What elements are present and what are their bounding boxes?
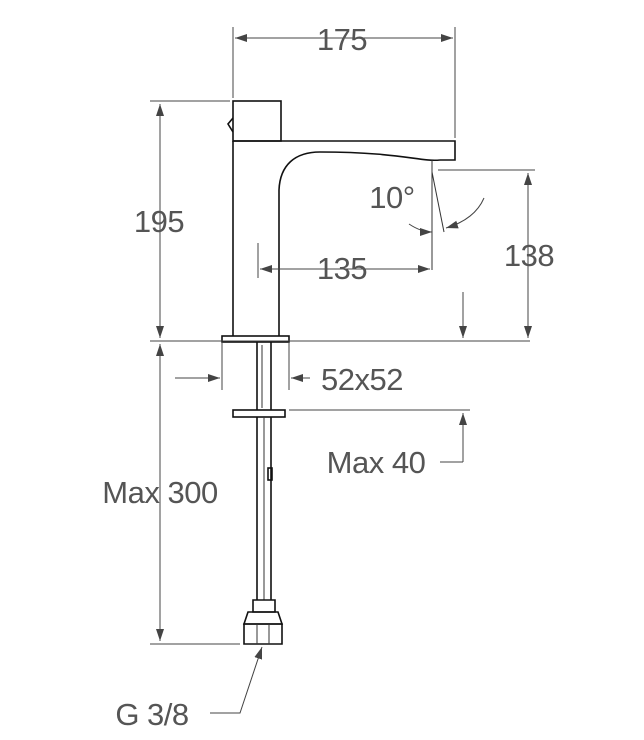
handle-block (232, 100, 282, 142)
shank-upper (256, 342, 272, 410)
shank-lower (256, 417, 272, 600)
label-max300: Max 300 (102, 475, 218, 510)
spout-top (233, 140, 456, 161)
hose-collar (252, 599, 276, 613)
hose-nut (243, 623, 283, 645)
dim-52-extension (221, 342, 290, 390)
angle-ray (431, 171, 445, 233)
hose-clip (267, 467, 273, 481)
base-plate (221, 335, 290, 343)
label-g38: G 3/8 (115, 697, 188, 732)
label-138: 138 (504, 238, 554, 273)
dimension-labels: 175 195 135 10° 138 52x52 Max 40 Max 300… (102, 22, 554, 732)
g38-leader (210, 646, 263, 714)
handle-notch (227, 117, 234, 133)
dimension-lines (150, 27, 535, 714)
nut-facets (256, 624, 270, 644)
dim-175-extension (232, 27, 456, 138)
label-angle: 10° (369, 180, 414, 215)
fixing-washer (232, 409, 286, 418)
label-175: 175 (317, 22, 367, 57)
angle-arc-left (408, 223, 433, 236)
faucet-body (221, 100, 456, 645)
spout-curve (278, 151, 441, 336)
dim-195-extension (150, 100, 530, 342)
hose-nut-top (242, 611, 284, 625)
label-135: 135 (317, 251, 367, 286)
label-195: 195 (134, 204, 184, 239)
label-52x52: 52x52 (321, 362, 403, 397)
angle-arc-right (445, 197, 485, 229)
label-max40: Max 40 (327, 445, 426, 480)
